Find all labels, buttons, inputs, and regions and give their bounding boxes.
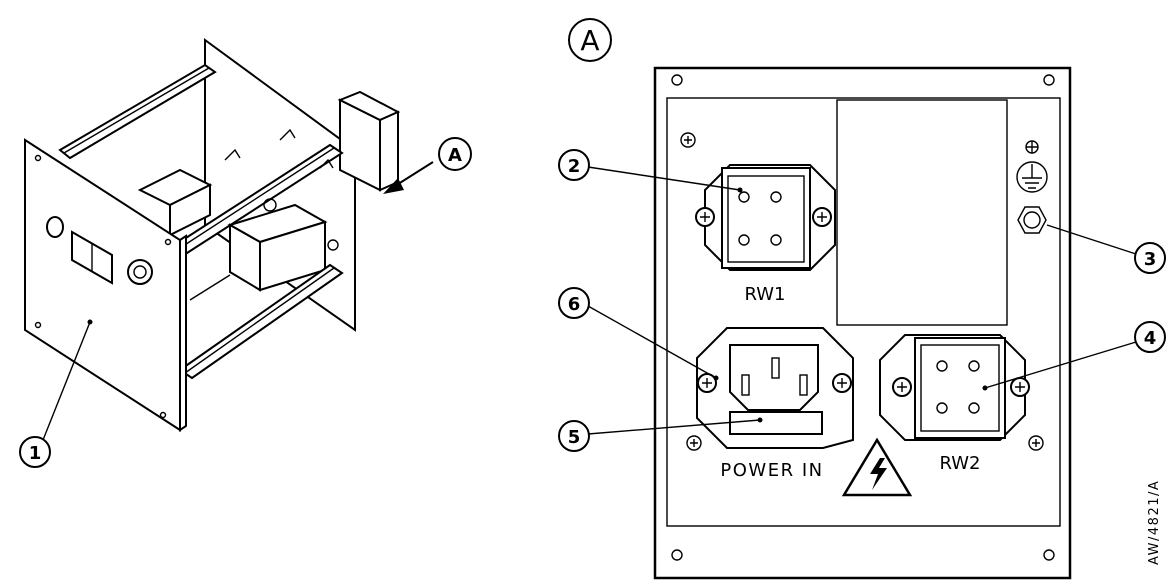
power-in-label: POWER IN bbox=[720, 460, 823, 481]
indicator-lamp bbox=[46, 216, 64, 238]
fuse-drawer bbox=[729, 411, 823, 435]
rw1-connector bbox=[695, 164, 836, 271]
callout-5 bbox=[558, 420, 590, 452]
rw2-label: RW2 bbox=[939, 453, 980, 474]
view-a-arrow bbox=[394, 161, 434, 187]
callout-2-label: 2 bbox=[568, 156, 581, 177]
callout-1-leader bbox=[42, 321, 91, 441]
earth-terminal bbox=[1016, 140, 1048, 234]
view-a-callout-label: A bbox=[448, 145, 462, 166]
top-rail-rear bbox=[58, 63, 217, 160]
callout-5-label: 5 bbox=[568, 427, 581, 448]
bottom-rail-front bbox=[178, 263, 344, 380]
view-a-title-label: A bbox=[580, 24, 599, 57]
callout-2-leader bbox=[587, 166, 741, 191]
rear-panel-view: RW1 POWER IN bbox=[653, 66, 1072, 580]
label-plate bbox=[836, 99, 1008, 326]
callout-6-label: 6 bbox=[568, 294, 581, 315]
view-a-callout bbox=[438, 137, 472, 171]
callout-4-leader bbox=[984, 341, 1137, 389]
callout-2 bbox=[558, 149, 590, 181]
callout-3 bbox=[1134, 242, 1166, 274]
relay-box bbox=[227, 203, 328, 292]
callout-4 bbox=[1134, 321, 1166, 353]
high-voltage-warning-icon bbox=[841, 437, 913, 497]
fuse-holder bbox=[127, 259, 153, 285]
isometric-unit-drawing bbox=[24, 38, 401, 432]
view-a-title bbox=[568, 18, 612, 62]
rw2-connector bbox=[879, 334, 1030, 441]
callout-3-leader bbox=[1046, 224, 1137, 255]
callout-4-label: 4 bbox=[1144, 328, 1157, 349]
drawing-reference: AW/4821/A bbox=[1147, 480, 1162, 565]
callout-5-leader bbox=[587, 419, 761, 435]
callout-6 bbox=[558, 287, 590, 319]
callout-3-label: 3 bbox=[1144, 249, 1157, 270]
power-inlet bbox=[696, 327, 854, 449]
callout-6-leader bbox=[587, 305, 717, 379]
rw1-label: RW1 bbox=[744, 284, 785, 305]
callout-1 bbox=[19, 436, 51, 468]
callout-1-label: 1 bbox=[29, 443, 42, 464]
